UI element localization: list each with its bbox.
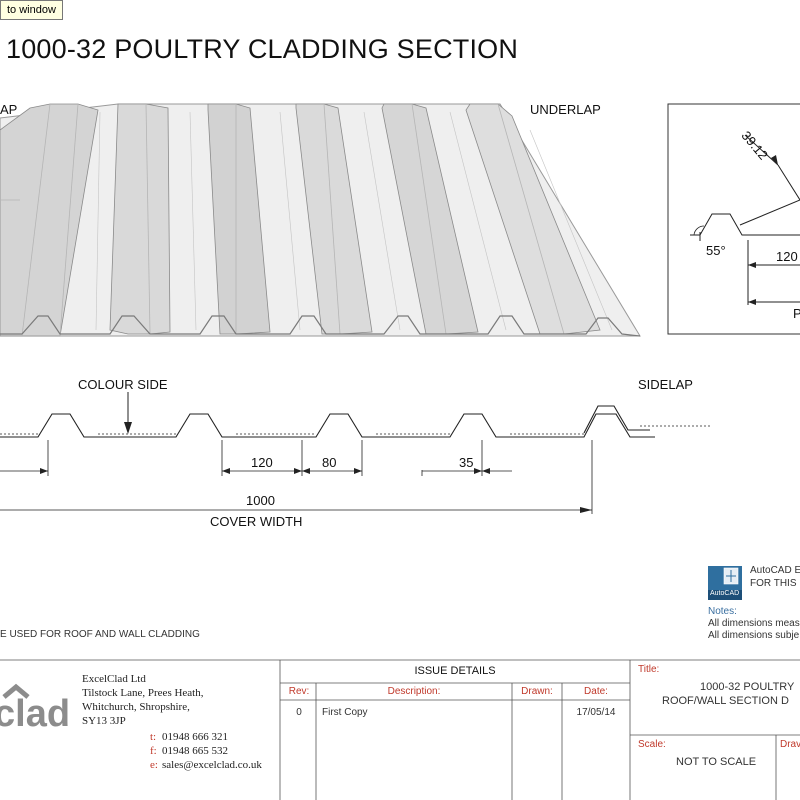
overlap-label: AP (0, 102, 18, 117)
logo-text: clad (0, 693, 71, 735)
fax-key: f: (150, 745, 157, 757)
detail-dim-120: 120 (776, 249, 798, 264)
col-drawn: Drawn: (521, 686, 553, 697)
company-address-2: Whitchurch, Shropshire, (82, 701, 190, 713)
autocad-badge-label: AutoCAD (710, 590, 740, 597)
sheet-3d-view (0, 103, 641, 337)
title-key: Title: (638, 664, 660, 675)
title-line-1: 1000-32 POULTRY (700, 681, 795, 693)
row-date: 17/05/14 (576, 707, 616, 718)
email-value[interactable]: sales@excelclad.co.uk (162, 759, 262, 771)
dim-80: 80 (322, 455, 337, 470)
dim-35: 35 (459, 455, 474, 470)
profile-detail-box (667, 103, 800, 335)
col-rev: Rev: (288, 686, 310, 697)
title-block-frame (0, 659, 800, 800)
phone-key: t: (150, 731, 157, 743)
autocad-line2: FOR THIS (750, 578, 797, 589)
dim-1000: 1000 (246, 493, 275, 508)
house-logo-icon (2, 683, 30, 699)
underlap-label: UNDERLAP (530, 102, 601, 117)
row-description: First Copy (322, 707, 368, 718)
company-address-1: Tilstock Lane, Prees Heath, (82, 687, 204, 699)
phone-value: 01948 666 321 (162, 731, 228, 743)
dim-120: 120 (251, 455, 273, 470)
scale-value: NOT TO SCALE (676, 756, 757, 768)
company-address-3: SY13 3JP (82, 715, 126, 727)
colour-side-label: COLOUR SIDE (78, 377, 168, 392)
issue-details-header: ISSUE DETAILS (414, 665, 496, 677)
email-key: e: (150, 759, 158, 771)
scale-key: Scale: (638, 739, 666, 750)
notes-title: Notes: (708, 606, 737, 617)
usage-note: E USED FOR ROOF AND WALL CLADDING (0, 629, 200, 640)
col-date: Date: (584, 686, 608, 697)
company-name: ExcelClad Ltd (82, 673, 146, 685)
note-2: All dimensions subje (708, 630, 800, 641)
colour-side-arrow (124, 392, 132, 434)
cover-width-label: COVER WIDTH (210, 514, 303, 529)
fax-value: 01948 665 532 (162, 745, 228, 757)
detail-dim-p: P (793, 306, 800, 321)
company-fax: f: 01948 665 532 (150, 745, 228, 757)
autocad-line1: AutoCAD E (750, 565, 800, 576)
row-rev: 0 (296, 707, 302, 718)
col-description: Description: (387, 686, 441, 697)
window-tooltip: to window (0, 0, 63, 20)
drawing-title: 1000-32 POULTRY CLADDING SECTION (6, 34, 519, 64)
section-profile (0, 405, 710, 438)
autocad-badge-icon (708, 566, 742, 600)
title-line-2: ROOF/WALL SECTION D (662, 695, 789, 707)
dimension-lines (0, 440, 593, 514)
detail-angle-55: 55° (706, 243, 726, 258)
company-email: e: sales@excelclad.co.uk (150, 759, 262, 771)
note-1: All dimensions meas (708, 618, 800, 629)
drawn-key: Drav (780, 739, 800, 750)
company-phone: t: 01948 666 321 (150, 731, 228, 743)
excelclad-logo: clad (0, 683, 70, 743)
sidelap-label: SIDELAP (638, 377, 693, 392)
